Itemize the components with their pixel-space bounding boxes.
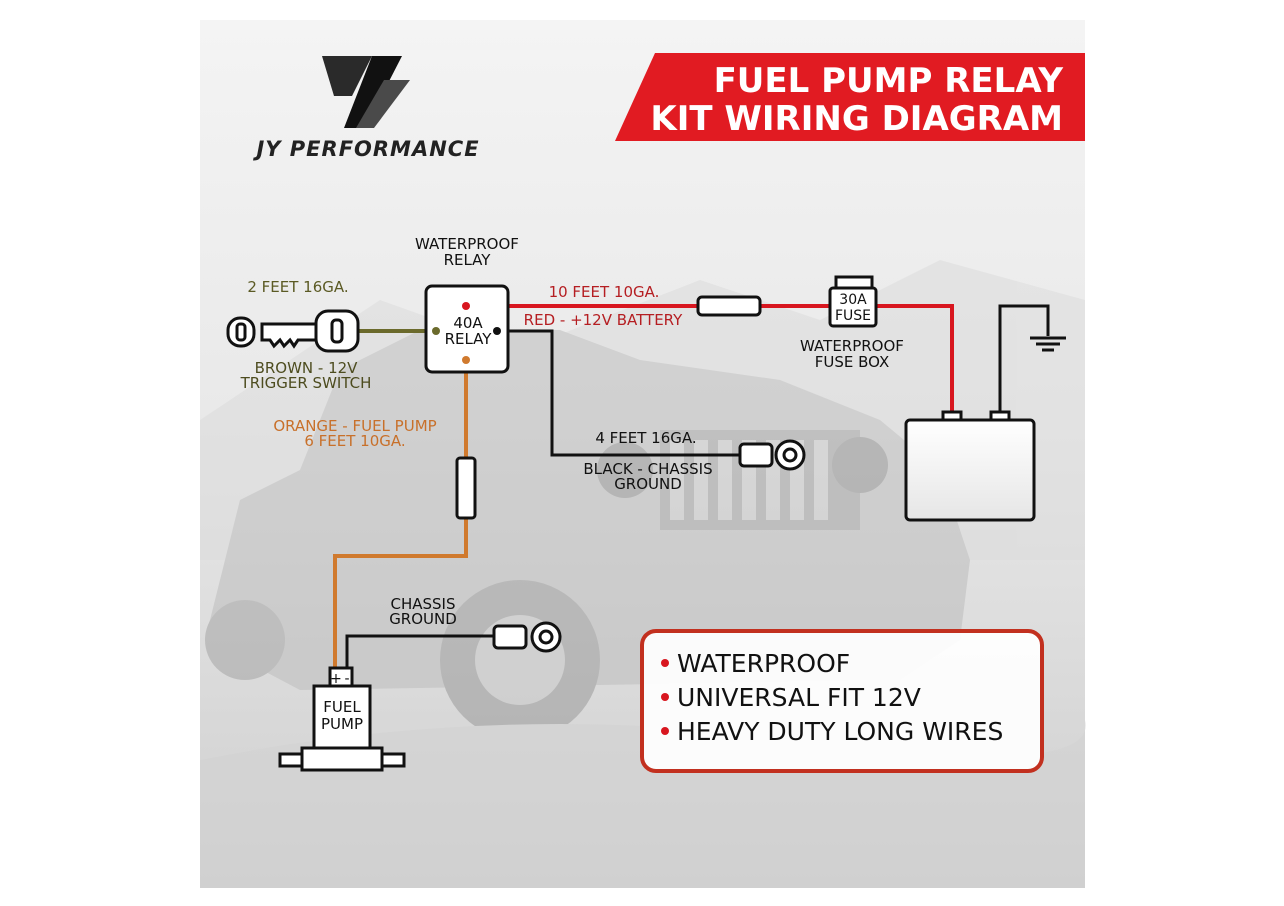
title-line-1: FUEL PUMP RELAY: [714, 61, 1064, 101]
inline-connector-red: [696, 295, 762, 317]
inline-connector-orange: [455, 456, 477, 520]
title-banner: [615, 53, 1085, 141]
feature-item-2: UNIVERSAL FIT 12V: [677, 683, 921, 712]
relay-label: RELAY: [445, 330, 493, 348]
chassis-ground-label-2: GROUND: [389, 610, 457, 628]
fuse-rating: 30A: [839, 292, 867, 308]
battery-icon: [904, 410, 1036, 522]
fuse-caption-line-2: FUSE BOX: [815, 353, 890, 371]
fuel-pump-line-2: PUMP: [321, 715, 363, 733]
features-box: [640, 629, 1044, 773]
battery-ground-wire: [998, 304, 1050, 412]
ground-wire-label-2: GROUND: [614, 475, 682, 493]
fuel-pump-plus: +: [330, 671, 342, 687]
chassis-ground-label-1: CHASSIS: [390, 595, 455, 613]
relay-title-line-2: RELAY: [444, 251, 492, 269]
ground-wire-length: 4 FEET 16GA.: [595, 429, 696, 447]
relay-rating: 40A: [453, 314, 483, 332]
switch-wire-label-2: TRIGGER SWITCH: [240, 374, 372, 392]
feature-item-1: WATERPROOF: [677, 649, 850, 678]
ground-wire-label-1: BLACK - CHASSIS: [583, 460, 712, 478]
feature-bullet: [661, 659, 669, 667]
fuse-caption-line-1: WATERPROOF: [800, 337, 904, 355]
fuse-box-icon: [828, 275, 878, 328]
chassis-ground-wire: [345, 634, 494, 668]
feature-list: WATERPROOF UNIVERSAL FIT 12V HEAVY DUTY …: [661, 649, 1003, 746]
key-switch-icon: [226, 309, 360, 353]
orange-pump-wire-lower: [333, 518, 468, 668]
relay-box: [424, 284, 510, 374]
fuel-pump-line-1: FUEL: [323, 698, 361, 716]
chassis-ring-terminal-icon: [492, 621, 562, 653]
brand-name: JY PERFORMANCE: [252, 137, 479, 161]
feature-item-3: HEAVY DUTY LONG WIRES: [677, 717, 1003, 746]
pump-wire-label-1: ORANGE - FUEL PUMP: [273, 417, 436, 435]
title-line-2: KIT WIRING DIAGRAM: [650, 99, 1063, 139]
feature-bullet: [661, 727, 669, 735]
fuel-pump-icon: [278, 666, 406, 772]
fuse-label: FUSE: [835, 308, 871, 324]
feature-bullet: [661, 693, 669, 701]
red-battery-lead: [874, 304, 954, 412]
fuel-pump-minus: -: [344, 671, 349, 687]
pump-wire-label-2: 6 FEET 10GA.: [304, 432, 405, 450]
ground-symbol-icon: [1030, 336, 1066, 352]
switch-wire-label-1: BROWN - 12V: [255, 359, 359, 377]
switch-wire-length: 2 FEET 16GA.: [247, 278, 348, 296]
battery-wire-length: 10 FEET 10GA.: [549, 283, 660, 301]
battery-wire-label: RED - +12V BATTERY: [524, 311, 683, 329]
jy-logo-icon: [322, 56, 410, 128]
ring-terminal-icon: [738, 439, 806, 471]
relay-title-line-1: WATERPROOF: [415, 235, 519, 253]
